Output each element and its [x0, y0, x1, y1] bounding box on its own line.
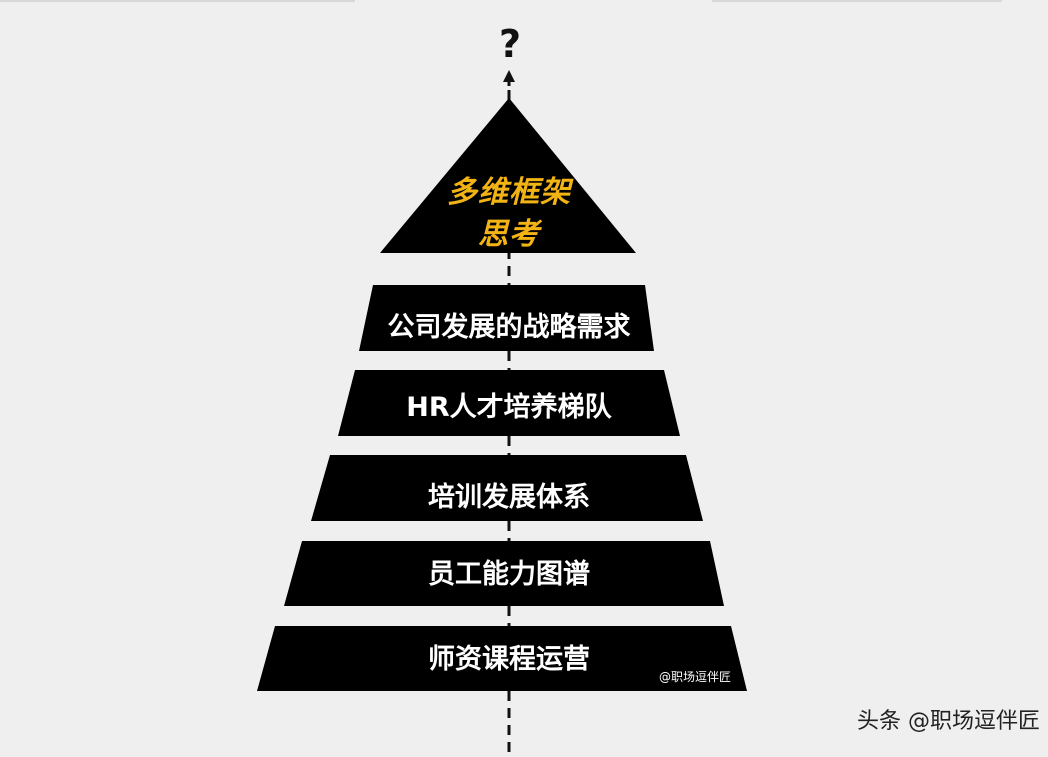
inner-watermark: @职场逗伴匠 — [658, 670, 731, 684]
apex-triangle — [380, 98, 636, 253]
tier-label-4: 员工能力图谱 — [428, 559, 590, 590]
apex-title-line1: 多维框架 — [447, 175, 571, 210]
question-mark: ? — [498, 22, 522, 66]
tier-label-2: HR人才培养梯队 — [406, 392, 612, 423]
tier-shape-5 — [257, 626, 747, 691]
apex-title-line2: 思考 — [478, 217, 540, 252]
up-arrow-head-icon — [503, 70, 515, 82]
tier-label-3: 培训发展体系 — [428, 482, 590, 513]
tier-shape-2 — [338, 370, 680, 436]
tier-label-1: 公司发展的战略需求 — [387, 312, 631, 343]
footer-watermark: 头条 @职场逗伴匠 — [857, 709, 1040, 734]
tier-shape-4 — [284, 541, 724, 606]
tier-shape-1 — [359, 285, 654, 351]
apex-title: 多维框架 思考 — [400, 172, 618, 256]
tier-shape-3 — [311, 455, 703, 521]
top-edge-line-left — [0, 0, 355, 2]
tier-label-5: 师资课程运营 — [428, 644, 590, 675]
top-edge-line-right — [712, 0, 1002, 2]
